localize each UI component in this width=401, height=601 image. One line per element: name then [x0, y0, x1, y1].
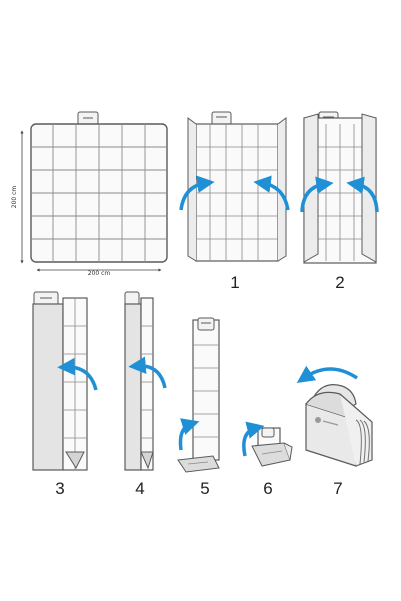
curved-arrow-icon	[57, 357, 98, 391]
step-number: 2	[335, 273, 344, 292]
curved-arrow-icon	[300, 176, 334, 213]
curved-arrow-icon	[128, 356, 167, 389]
curved-arrow-icon	[296, 365, 358, 383]
curved-arrow-icon	[242, 421, 265, 457]
step-5-illustration: 5	[177, 317, 220, 498]
curved-arrow-icon	[178, 418, 200, 451]
step-number: 1	[230, 273, 239, 292]
step-number: 3	[55, 479, 64, 498]
height-dimension-label: 200 cm	[11, 186, 18, 209]
curved-arrow-icon	[179, 175, 215, 211]
step-number: 4	[135, 479, 144, 498]
curved-arrow-icon	[346, 176, 379, 213]
step-number: 5	[200, 479, 209, 498]
step-number: 7	[333, 479, 342, 498]
brand-logo-icon	[315, 417, 339, 426]
step-2-illustration: 2	[300, 111, 379, 292]
step-number: 6	[263, 479, 272, 498]
step-6-illustration: 6	[242, 421, 293, 498]
unfolded-blanket: 200 cm 200 cm	[11, 111, 168, 277]
curved-arrow-icon	[253, 175, 290, 211]
step-3-illustration: 3	[32, 291, 98, 498]
step-7-illustration: 7	[296, 365, 373, 498]
step-1-illustration: 1	[179, 111, 290, 292]
width-dimension-label: 200 cm	[88, 270, 111, 277]
step-4-illustration: 4	[124, 291, 167, 498]
